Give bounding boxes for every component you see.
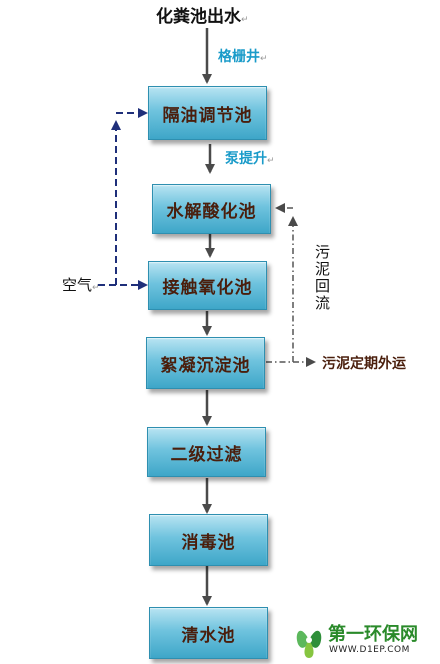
box-filtration: 二级过滤 <box>147 427 266 477</box>
box-hydrolysis: 水解酸化池 <box>152 184 271 234</box>
pump-lift-label: 泵提升↵ <box>225 151 275 167</box>
box-disinfection: 消毒池 <box>149 514 268 566</box>
leaf-logo-icon <box>296 630 322 658</box>
site-logo: 第一环保网 WWW.D1EP.COM <box>292 618 438 662</box>
box-clear-water: 清水池 <box>149 607 268 659</box>
inlet-title: 化粪池出水↵ <box>156 7 249 27</box>
box-flocculation: 絮凝沉淀池 <box>146 337 265 389</box>
air-label: 空气↵ <box>62 276 100 294</box>
sludge-export-label: 污泥定期外运 <box>322 356 406 372</box>
logo-url: WWW.D1EP.COM <box>329 645 410 655</box>
sludge-return-label: 污泥回流 <box>313 244 331 312</box>
logo-name: 第一环保网 <box>328 624 418 645</box>
box-contact-oxidation: 接触氧化池 <box>148 261 267 310</box>
grille-well-label: 格栅井↵ <box>218 49 268 65</box>
box-grease-trap: 隔油调节池 <box>148 86 267 140</box>
